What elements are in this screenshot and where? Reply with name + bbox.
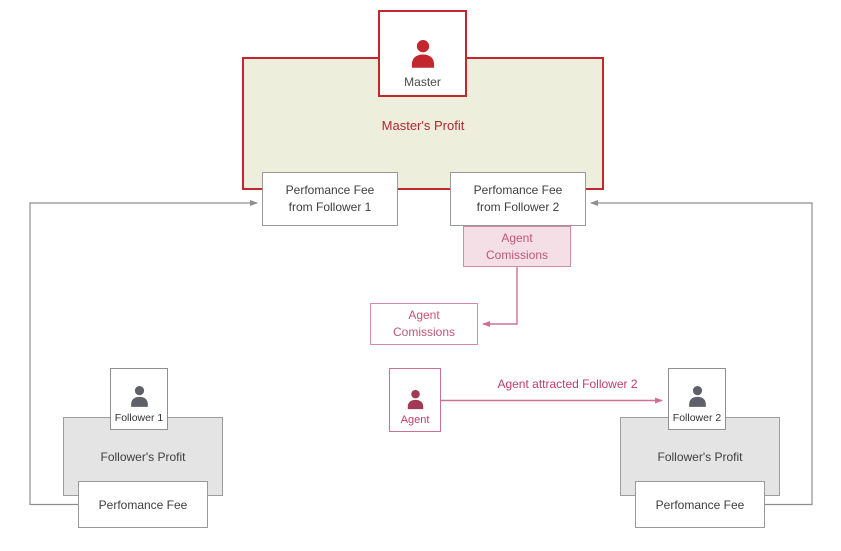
- person-silhouette: [688, 386, 706, 407]
- follower2-perfomance-fee-box: Perfomance Fee: [635, 481, 765, 528]
- follower2-profit-label: Follower's Profit: [657, 449, 743, 464]
- master-node: Master: [378, 10, 467, 97]
- agent-comissions-top-box: Agent Comissions: [463, 226, 571, 267]
- person-silhouette: [407, 389, 423, 410]
- master-person-icon: [411, 40, 434, 68]
- person-silhouette: [130, 386, 148, 407]
- follower1-profit-label: Follower's Profit: [100, 449, 186, 464]
- perfomance-fee-from-follower-1-label: Perfomance Fee from Follower 1: [285, 183, 375, 214]
- edge-agent-comissions: [482, 267, 518, 327]
- follower2-node: Follower 2: [668, 368, 726, 430]
- perfomance-fee-from-follower-2-label: Perfomance Fee from Follower 2: [473, 183, 563, 214]
- agent-label: Agent: [400, 414, 430, 426]
- agent-person-icon: [407, 389, 423, 410]
- perfomance-fee-from-follower-1-box: Perfomance Fee from Follower 1: [262, 172, 398, 226]
- agent-comissions-bottom-box: Agent Comissions: [370, 303, 478, 345]
- follower1-person-icon: [130, 386, 148, 407]
- follower1-perfomance-fee-box: Perfomance Fee: [78, 481, 208, 528]
- master-profit-label: Master's Profit: [381, 118, 465, 133]
- master-label: Master: [404, 75, 441, 89]
- agent-comissions-bottom-label: Agent Comissions: [392, 308, 455, 339]
- follower1-label: Follower 1: [114, 412, 164, 424]
- follower2-label: Follower 2: [672, 412, 722, 424]
- follower1-node: Follower 1: [110, 368, 168, 430]
- perfomance-fee-from-follower-2-box: Perfomance Fee from Follower 2: [450, 172, 586, 226]
- agent-node: Agent: [389, 368, 441, 432]
- follower2-perfomance-fee-label: Perfomance Fee: [655, 497, 745, 512]
- follower1-perfomance-fee-label: Perfomance Fee: [98, 497, 188, 512]
- agent-arrow-label: Agent attracted Follower 2: [497, 377, 638, 391]
- agent-comissions-top-label: Agent Comissions: [485, 230, 548, 262]
- follower2-person-icon: [688, 386, 706, 407]
- person-silhouette: [411, 40, 434, 68]
